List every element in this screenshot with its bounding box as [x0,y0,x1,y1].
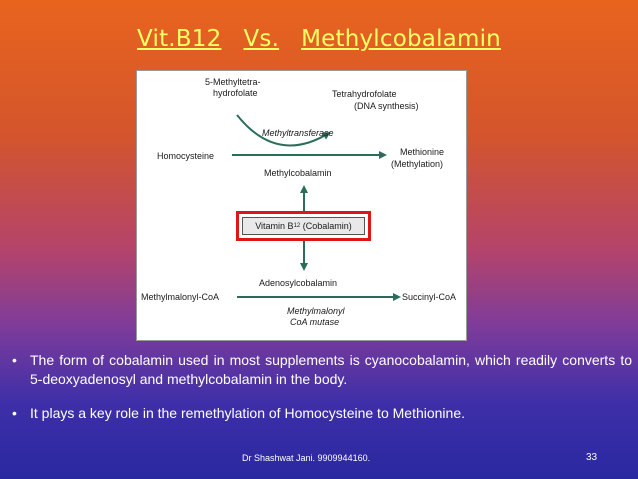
title-left: Vit.B12 [137,26,222,52]
pathway-figure: 5-Methyltetra- hydrofolate Tetrahydrofol… [136,70,467,341]
label-methylcobalamin: Methylcobalamin [264,168,332,178]
bullet-item: • It plays a key role in the remethylati… [12,404,632,423]
title-vs: Vs. [243,26,280,52]
label-methyltetrahydrofolate-2: hydrofolate [213,88,258,98]
bullet-text: It plays a key role in the remethylation… [30,405,465,421]
label-mutase-1: Methylmalonyl [287,306,346,316]
label-dna-synthesis: (DNA synthesis) [354,101,419,111]
vitamin-b12-subscript: 12 [293,223,301,229]
label-methionine: Methionine [400,147,444,157]
bullet-list: • The form of cobalamin used in most sup… [12,351,632,423]
slide-title: Vit.B12 Vs. Methylcobalamin [0,26,638,52]
bullet-text: The form of cobalamin used in most suppl… [30,352,632,387]
label-succinyl-coa: Succinyl-CoA [402,292,456,302]
label-homocysteine: Homocysteine [157,151,214,161]
label-adenosylcobalamin: Adenosylcobalamin [259,278,337,288]
bullet-marker: • [12,352,17,368]
label-methyltransferase: Methyltransferase [262,128,334,138]
label-mutase-2: CoA mutase [290,317,339,327]
pathway-diagram: 5-Methyltetra- hydrofolate Tetrahydrofol… [141,77,456,327]
vitamin-b12-prefix: Vitamin B [255,221,294,231]
label-methylmalonyl-coa: Methylmalonyl-CoA [141,292,219,302]
page-number: 33 [586,452,598,463]
title-right: Methylcobalamin [301,26,501,52]
vitamin-b12-suffix: (Cobalamin) [300,221,352,231]
bullet-marker: • [12,405,17,421]
footer-author: Dr Shashwat Jani. 9909944160. [242,453,371,463]
label-tetrahydrofolate: Tetrahydrofolate [332,89,397,99]
label-methylation: (Methylation) [391,159,443,169]
label-methyltetrahydrofolate-1: 5-Methyltetra- [205,77,261,87]
folate-curve-arrow [236,114,331,147]
bullet-item: • The form of cobalamin used in most sup… [12,351,632,389]
